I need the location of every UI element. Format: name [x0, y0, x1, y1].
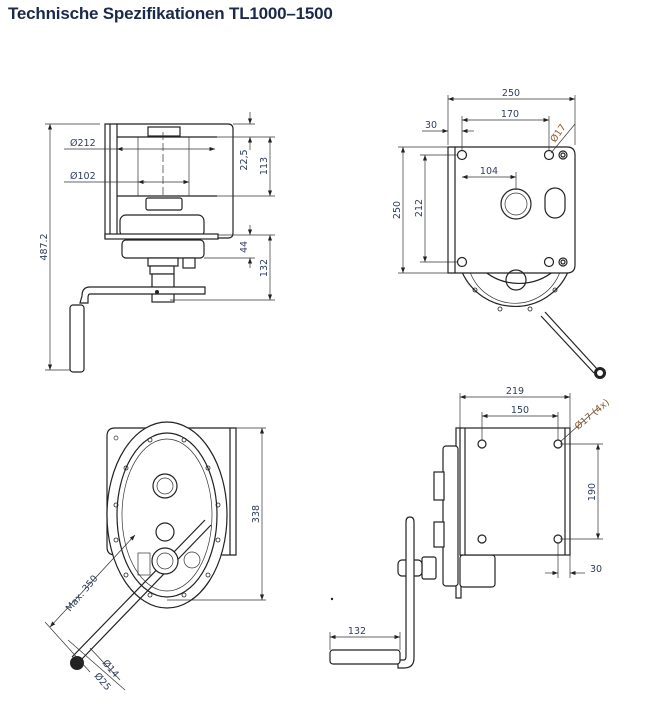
dim-edge-offset: 30	[425, 120, 437, 131]
side-view: 487.2 Ø212 Ø102 22,5 113 44 132	[39, 112, 275, 373]
dim-mount-edge-offset: 30	[590, 564, 602, 575]
dim-drum-width: 113	[259, 157, 270, 175]
crank-handle	[329, 649, 401, 665]
dim-core-diameter: Ø102	[70, 171, 96, 182]
base-plate	[447, 146, 576, 274]
rear-view: 338 Max. 350 Ø14 Ø25	[44, 421, 266, 693]
front-view: 250 170 30 Ø17 104 250 212	[392, 88, 606, 379]
dim-height: 250	[392, 201, 403, 219]
dim-hole-spacing-y: 212	[414, 199, 425, 217]
dim-crank-radius: Max. 350	[64, 573, 101, 614]
dim-height-total: 487.2	[39, 233, 50, 260]
dim-rear-height: 338	[251, 505, 262, 523]
dim-mount-hole-spacing-x: 150	[511, 405, 529, 416]
crank-arm	[397, 516, 415, 669]
dim-width: 250	[502, 88, 520, 99]
crank-handle	[69, 304, 85, 373]
dim-mount-hole-diameter: Ø17 (4x)	[573, 397, 612, 432]
dim-crank-offset: 132	[259, 259, 270, 277]
dim-mount-width: 219	[506, 386, 524, 397]
slot	[544, 187, 566, 219]
mount-view: 219 150 Ø17 (4x) 190 30 132	[329, 386, 612, 669]
gear-cover	[106, 421, 228, 609]
crank-arm	[79, 286, 206, 304]
dim-top-offset: 22,5	[239, 149, 250, 170]
drum-hub	[147, 126, 181, 137]
dim-gear-height: 44	[239, 241, 250, 253]
mounting-holes	[456, 149, 568, 268]
drum-shaft	[145, 197, 183, 211]
dim-hole-spacing-x: 170	[501, 109, 519, 120]
mount-plate	[459, 427, 571, 556]
mounting-flange	[104, 233, 219, 240]
dim-drum-diameter: Ø212	[70, 138, 96, 149]
dim-mount-hole-spacing-y: 190	[587, 483, 598, 501]
dim-hole-diameter: Ø17	[548, 122, 568, 144]
dim-handle-length: 132	[348, 626, 366, 637]
winch-frame	[104, 123, 234, 239]
page-title: Technische Spezifikationen TL1000–1500	[8, 4, 333, 23]
crank-knob	[70, 656, 84, 670]
dim-center-offset: 104	[480, 166, 498, 177]
crank-hub	[151, 547, 179, 575]
